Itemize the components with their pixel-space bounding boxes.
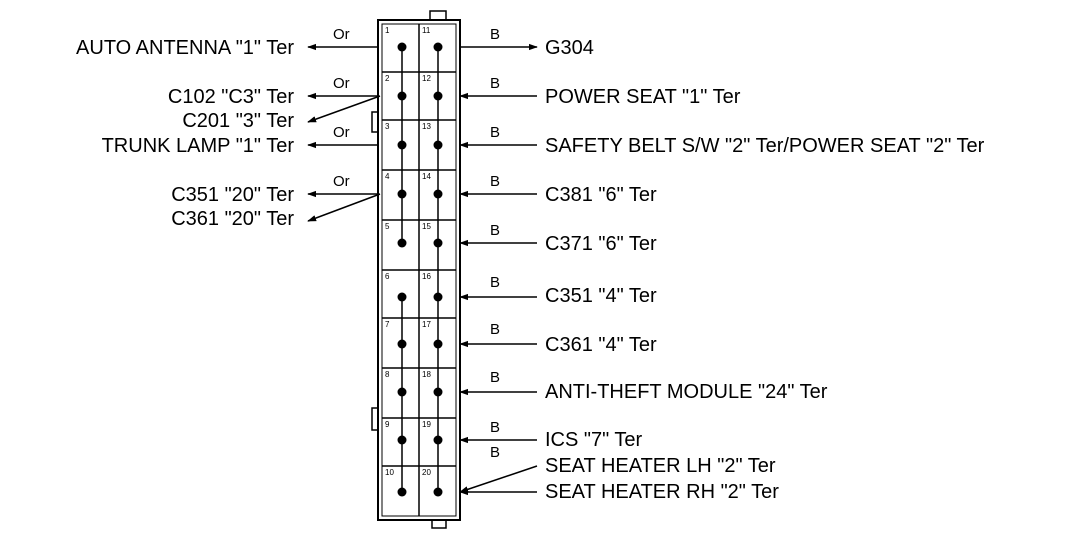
wire-color-seat-heater: B — [490, 444, 500, 461]
label-c351-4: C351 "4" Ter — [545, 285, 657, 307]
wire-color-ics: B — [490, 419, 500, 436]
label-c371: C371 "6" Ter — [545, 233, 657, 255]
label-g304: G304 — [545, 37, 594, 59]
label-seat-heater-rh: SEAT HEATER RH "2" Ter — [545, 481, 779, 503]
wire-color-c102: Or — [333, 75, 350, 92]
connector-body — [371, 10, 461, 529]
label-safety-belt: SAFETY BELT S/W "2" Ter/POWER SEAT "2" T… — [545, 135, 985, 157]
wire-color-anti-theft: B — [490, 369, 500, 386]
wire-color-trunk-lamp: Or — [333, 124, 350, 141]
pin-number: 1 — [385, 26, 390, 35]
pin-number: 7 — [385, 320, 390, 329]
left-wires — [307, 43, 381, 222]
pin-number: 20 — [422, 468, 431, 477]
pin-number: 3 — [385, 122, 390, 131]
label-seat-heater-lh: SEAT HEATER LH "2" Ter — [545, 455, 776, 477]
pin-number: 11 — [422, 26, 431, 35]
pin-number: 8 — [385, 370, 390, 379]
pin-number: 4 — [385, 172, 390, 181]
pin-number: 2 — [385, 74, 390, 83]
pin-number: 14 — [422, 172, 431, 181]
pin-number: 16 — [422, 272, 431, 281]
pin-number: 13 — [422, 122, 431, 131]
wire-color-c351-4: B — [490, 274, 500, 291]
pin-number: 15 — [422, 222, 431, 231]
label-c381: C381 "6" Ter — [545, 184, 657, 206]
label-auto-antenna: AUTO ANTENNA "1" Ter — [76, 37, 294, 59]
wire-color-power-seat: B — [490, 75, 500, 92]
label-trunk-lamp: TRUNK LAMP "1" Ter — [102, 135, 295, 157]
wire-color-g304: B — [490, 26, 500, 43]
label-c351-20: C351 "20" Ter — [171, 184, 294, 206]
label-anti-theft: ANTI-THEFT MODULE "24" Ter — [545, 381, 828, 403]
wire-color-safety-belt: B — [490, 124, 500, 141]
pin-number: 19 — [422, 420, 431, 429]
right-wires — [459, 43, 538, 496]
wire-color-c371: B — [490, 222, 500, 239]
pin-number: 10 — [385, 468, 394, 477]
pin-number: 17 — [422, 320, 431, 329]
label-ics: ICS "7" Ter — [545, 429, 643, 451]
label-c201: C201 "3" Ter — [182, 110, 294, 132]
wire-color-c351-20: Or — [333, 173, 350, 190]
pin-numbers: 1 2 3 4 5 6 7 8 9 10 11 12 13 14 15 16 1… — [385, 26, 431, 477]
pin-number: 12 — [422, 74, 431, 83]
pin-number: 9 — [385, 420, 390, 429]
terminal-dots — [397, 42, 443, 497]
label-c361-20: C361 "20" Ter — [171, 208, 294, 230]
pin-number: 6 — [385, 272, 390, 281]
label-c361-4: C361 "4" Ter — [545, 334, 657, 356]
wire-color-c361-4: B — [490, 321, 500, 338]
wire-color-auto-antenna: Or — [333, 26, 350, 43]
pin-number: 18 — [422, 370, 431, 379]
label-power-seat: POWER SEAT "1" Ter — [545, 86, 741, 108]
wire-color-c381: B — [490, 173, 500, 190]
pin-number: 5 — [385, 222, 390, 231]
label-c102: C102 "C3" Ter — [168, 86, 294, 108]
